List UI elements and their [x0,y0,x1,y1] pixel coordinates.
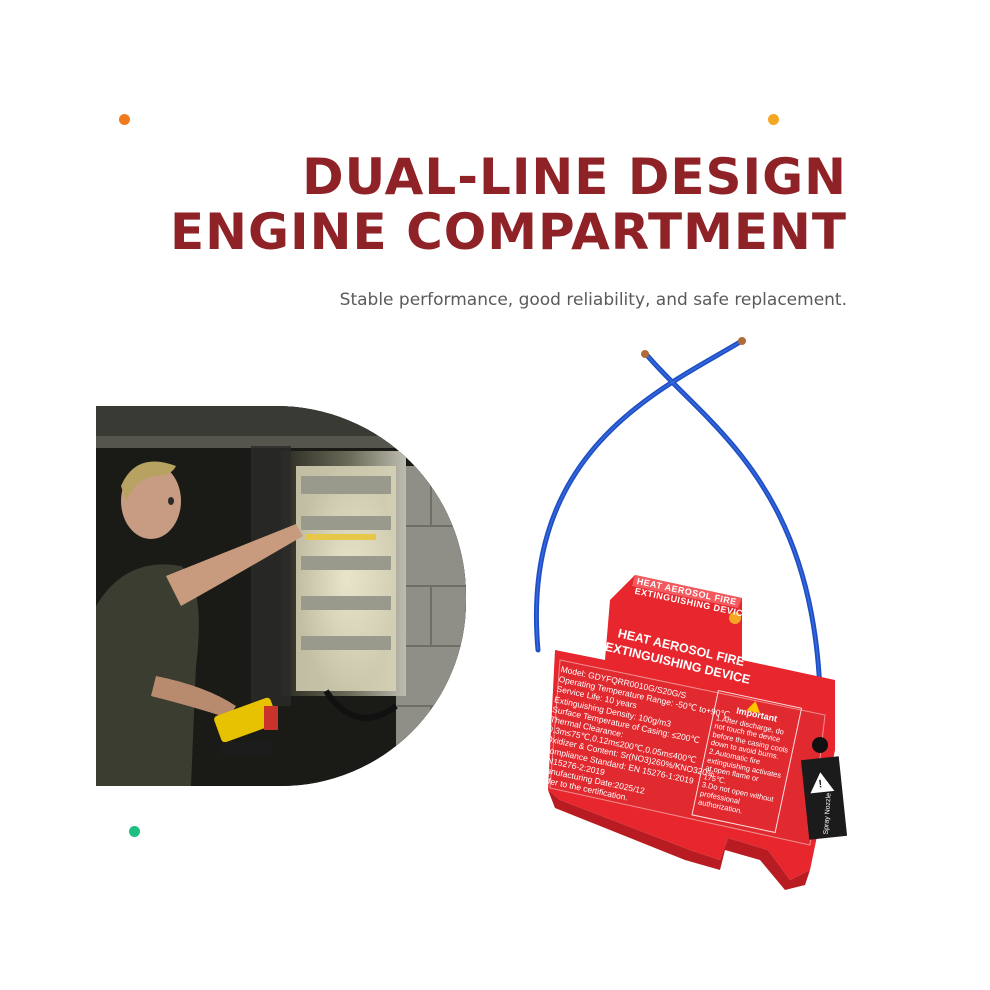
fire-extinguishing-device: HEAT AEROSOL FIRE EXTINGUISHING DEVICE H… [510,330,870,890]
headline-line-1: DUAL-LINE DESIGN [302,148,847,206]
headline-line-2: ENGINE COMPARTMENT [170,203,847,261]
spray-nozzle-label: Spray Nozzle [822,792,833,835]
decorative-dot-orange [119,114,130,125]
decorative-dot-green [129,826,140,837]
headline: DUAL-LINE DESIGN ENGINE COMPARTMENT [170,150,847,260]
subline: Stable performance, good reliability, an… [339,290,847,310]
technician-photo [96,406,466,786]
decorative-dot-yellow [768,114,779,125]
